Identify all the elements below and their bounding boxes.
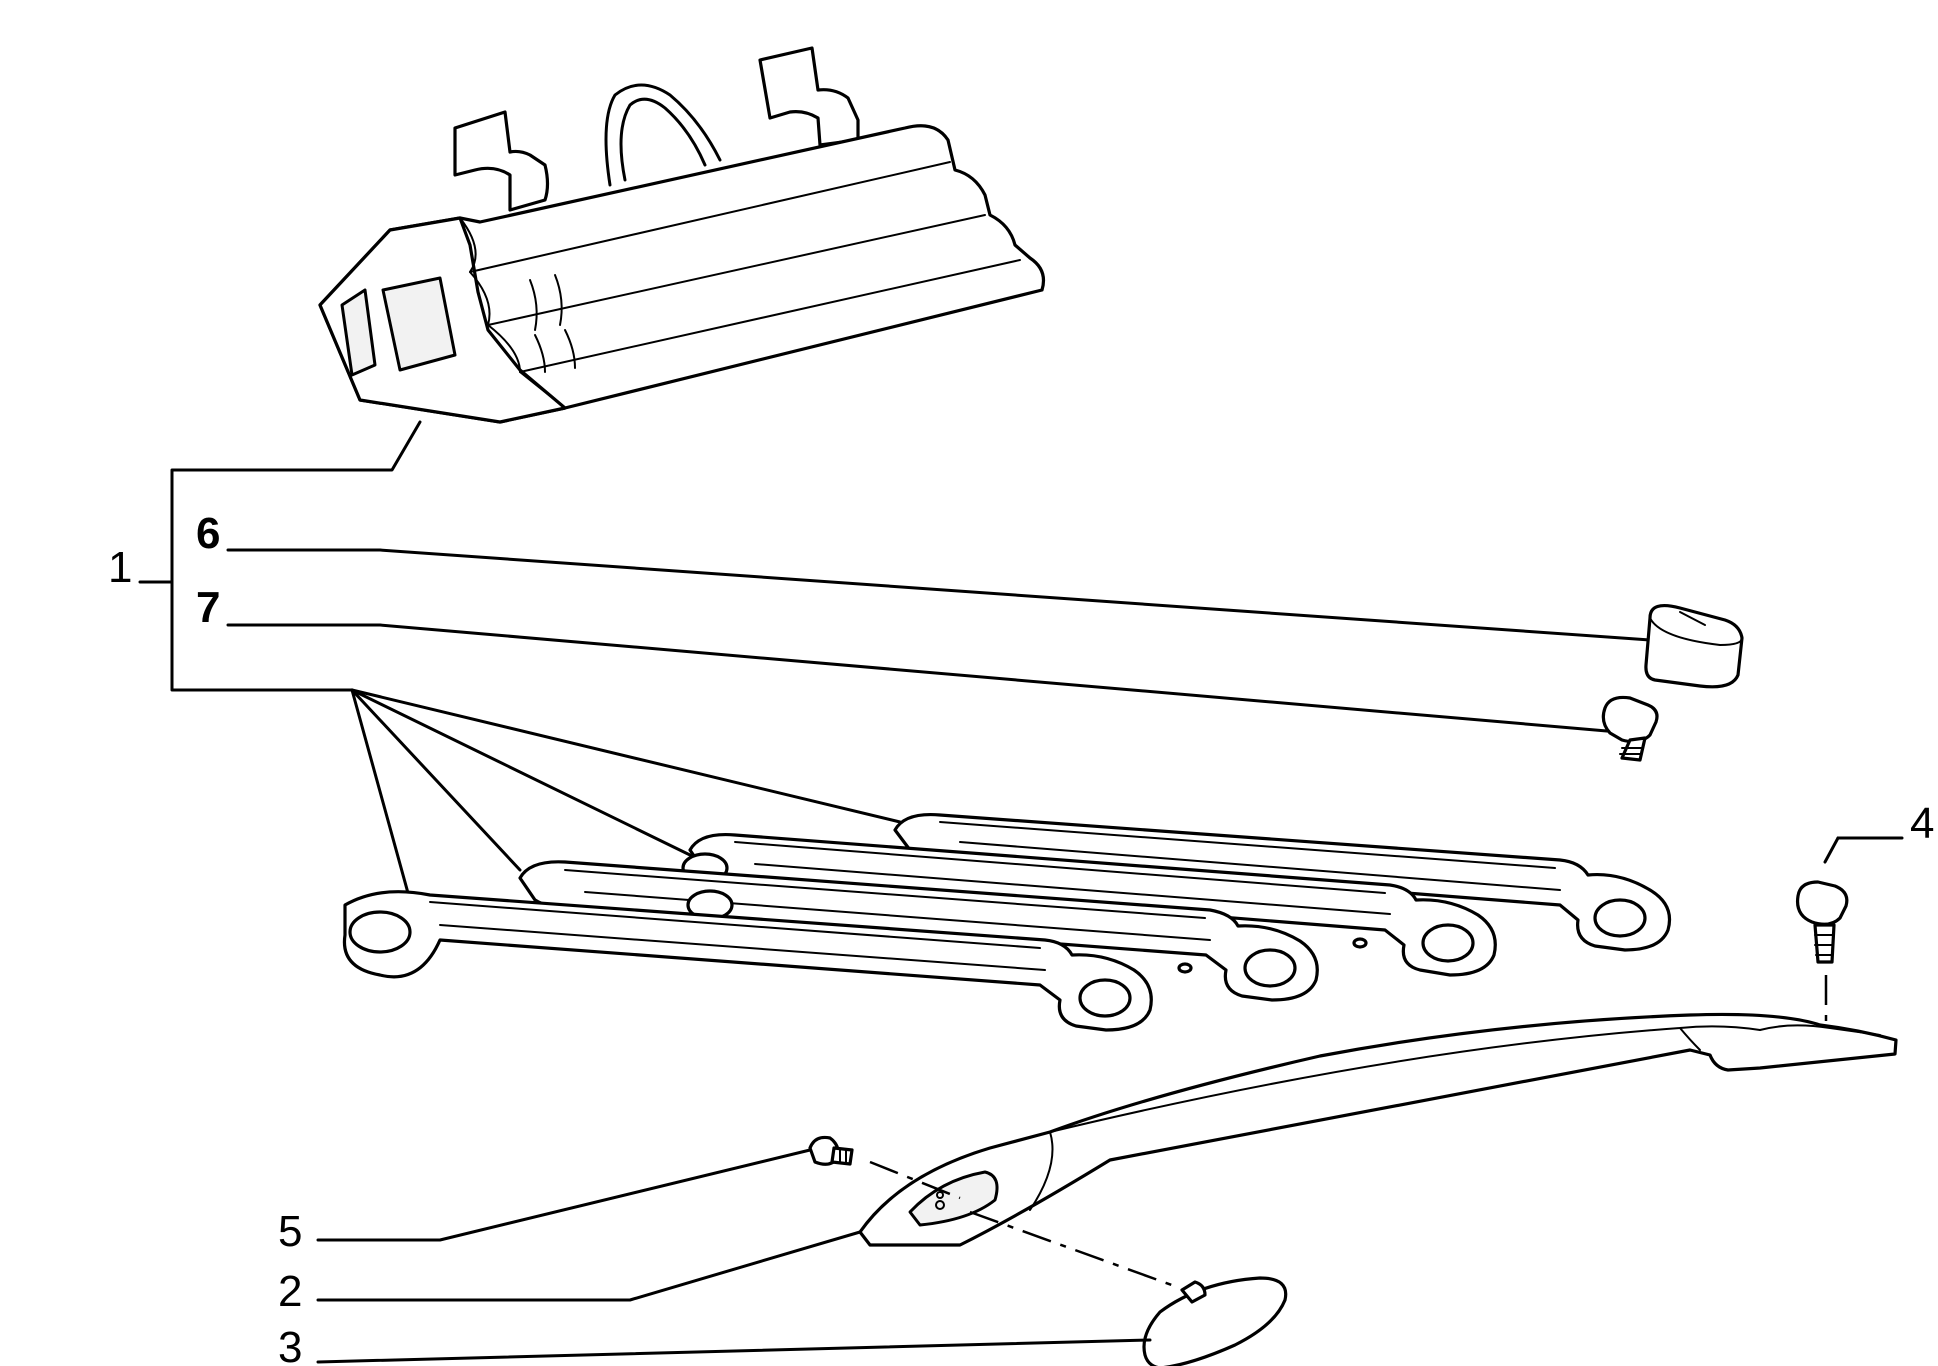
- part-2-roof-rail: [858, 1012, 1898, 1247]
- leader-2: [316, 1230, 862, 1302]
- leader-6: [226, 548, 1652, 642]
- leader-3: [316, 1338, 1152, 1364]
- part-4-bolt: [1795, 836, 1904, 1040]
- callout-1: 1: [108, 543, 132, 592]
- crossbars: [342, 812, 1672, 1032]
- callout-1-bracket: [138, 420, 902, 895]
- callout-3: 3: [278, 1323, 302, 1366]
- storage-bag: [318, 46, 1046, 424]
- leader-5: [316, 1148, 812, 1242]
- crossbar-1: [342, 890, 1368, 1032]
- callout-4: 4: [1910, 799, 1934, 848]
- part-7-screw: [1601, 695, 1659, 762]
- callout-5: 5: [278, 1207, 302, 1256]
- callout-7: 7: [196, 583, 220, 632]
- part-5-screw: [808, 1135, 961, 1200]
- part-3-end-cap: [969, 1210, 1288, 1366]
- callout-2: 2: [278, 1267, 302, 1316]
- part-6-cap: [1644, 604, 1744, 689]
- callout-6: 6: [196, 509, 220, 558]
- leader-7: [226, 623, 1632, 735]
